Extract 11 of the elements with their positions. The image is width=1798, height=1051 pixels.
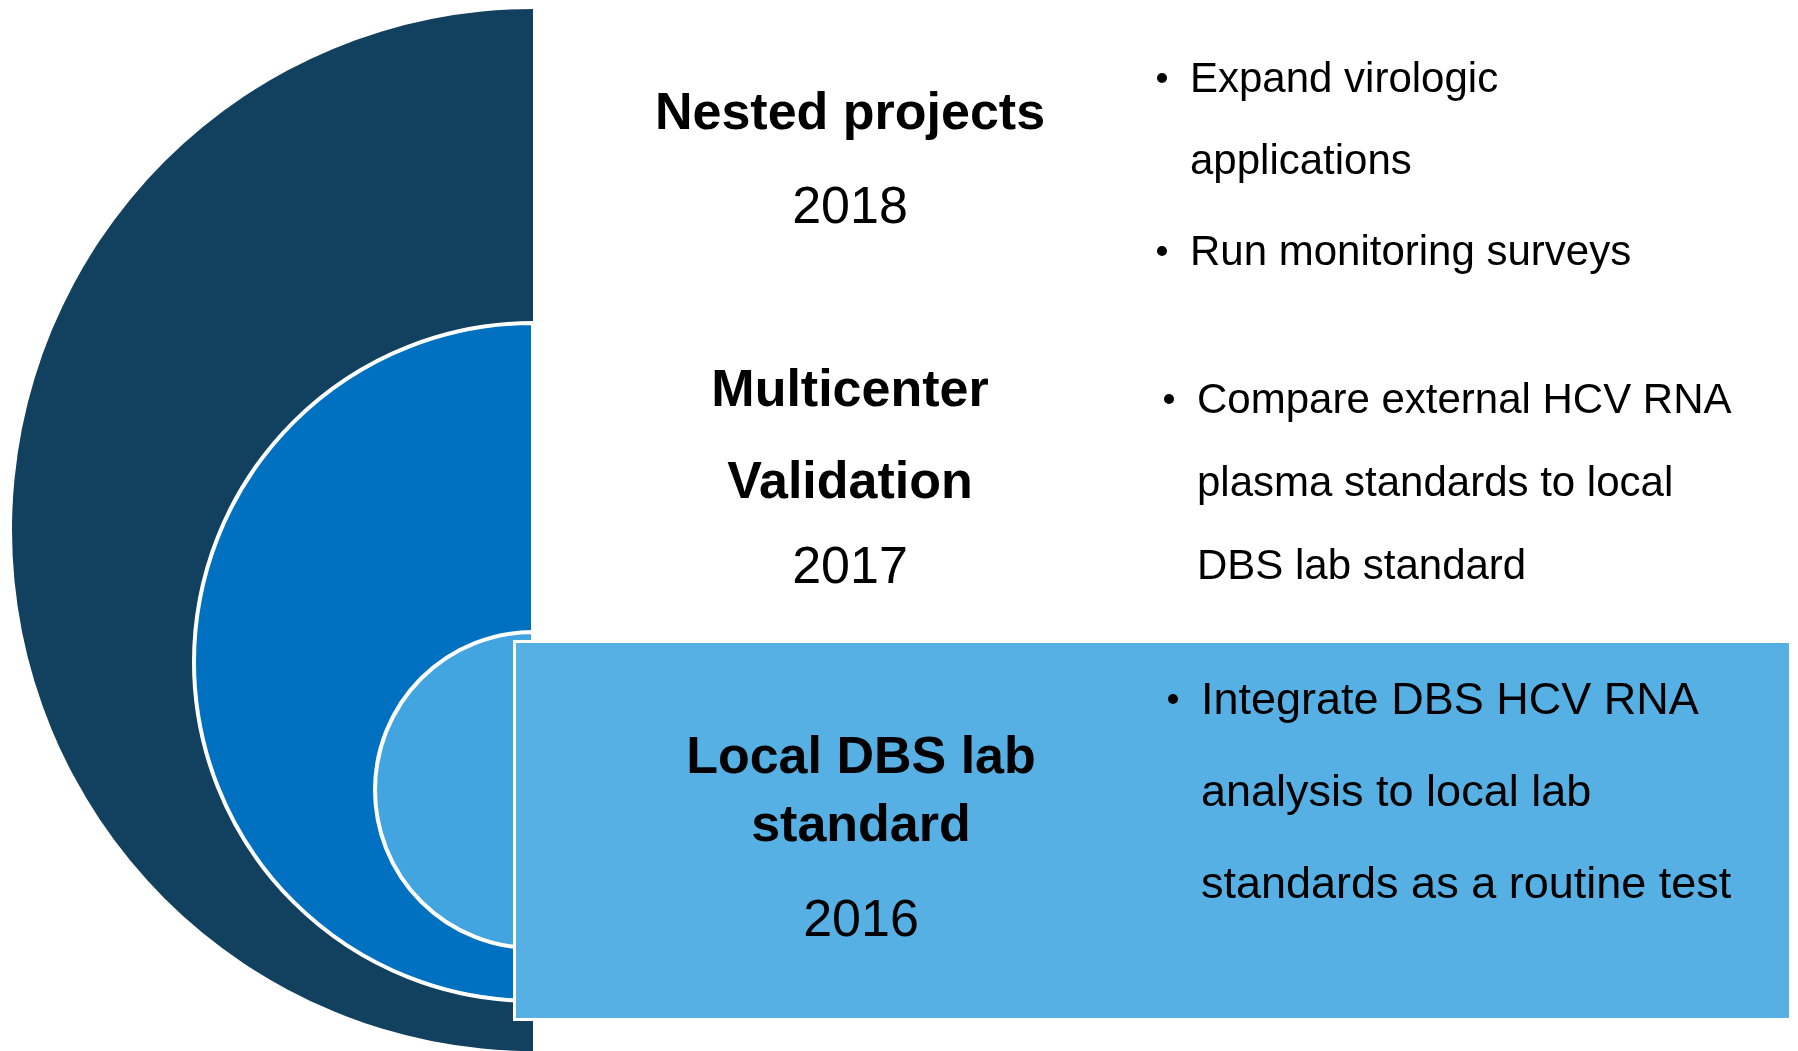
tier-heading: Local DBS lab standard bbox=[685, 725, 1037, 854]
tier-heading: Multicenter Validation bbox=[710, 358, 990, 511]
highlight-panel bbox=[513, 640, 1792, 1021]
bullet-item: Expand virologic applications bbox=[1190, 53, 1500, 185]
bullet-item: Integrate DBS HCV RNA analysis to local lab standards as a routine test bbox=[1201, 672, 1733, 910]
bullet-item: Compare external HCV RNA plasma standards to local DBS lab standard bbox=[1197, 374, 1731, 590]
year-label: 2016 bbox=[802, 888, 920, 948]
tier-heading: Nested projects bbox=[653, 81, 1047, 142]
year-label: 2018 bbox=[791, 175, 909, 235]
year-label: 2017 bbox=[791, 535, 909, 595]
bullet-item: Run monitoring surveys bbox=[1190, 226, 1633, 276]
